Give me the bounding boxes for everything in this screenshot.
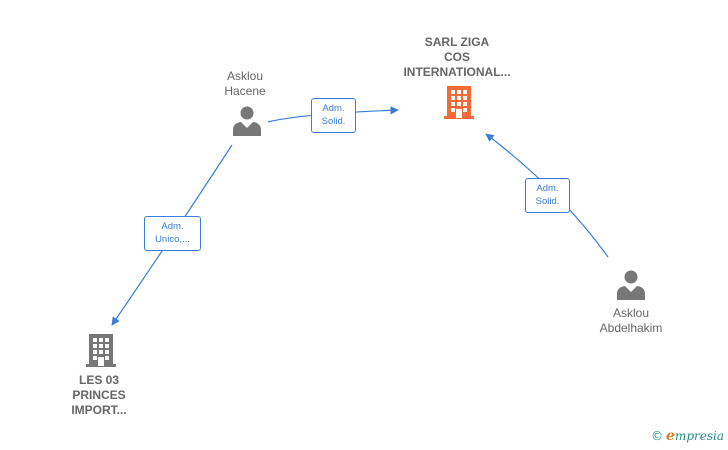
- edge-label-line: Adm.: [322, 103, 345, 114]
- copyright-symbol: ©: [651, 429, 664, 443]
- building-icon[interactable]: [444, 86, 474, 119]
- node-label-line: Abdelhakim: [599, 321, 663, 335]
- node-label-asklou-abdelhakim[interactable]: Asklou Abdelhakim: [586, 306, 676, 336]
- node-label-line: INTERNATIONAL...: [403, 65, 511, 79]
- edge-label-line: Unico,...: [155, 234, 190, 245]
- edge-label-hacene-to-princes[interactable]: Adm. Unico,...: [144, 216, 201, 251]
- node-label-line: SARL ZIGA: [424, 35, 490, 49]
- node-label-line: Hacene: [224, 84, 266, 98]
- brand-initial: e: [666, 428, 675, 444]
- edge-label-hacene-to-ziga[interactable]: Adm. Solid.: [311, 98, 356, 133]
- node-label-line: LES 03: [78, 373, 120, 387]
- node-label-line: Asklou: [226, 69, 264, 83]
- node-label-sarl-ziga[interactable]: SARL ZIGA COS INTERNATIONAL...: [384, 35, 530, 80]
- node-label-line: Asklou: [612, 306, 650, 320]
- empresia-logo: ©empresia: [651, 428, 724, 444]
- brand-name: mpresia: [674, 429, 724, 443]
- node-label-line: IMPORT...: [71, 403, 127, 417]
- building-icon[interactable]: [86, 334, 116, 367]
- edge-label-line: Adm.: [536, 183, 559, 194]
- node-label-line: PRINCES: [72, 388, 126, 402]
- edge-label-abdelhakim-to-ziga[interactable]: Adm. Solid.: [525, 178, 570, 213]
- node-label-line: COS: [443, 50, 470, 64]
- edge-label-line: Solid.: [535, 196, 560, 207]
- person-icon[interactable]: [617, 270, 645, 301]
- edge-label-line: Solid.: [321, 116, 346, 127]
- node-label-asklou-hacene[interactable]: Asklou Hacene: [205, 69, 285, 99]
- edge-label-line: Adm.: [161, 221, 184, 232]
- person-icon[interactable]: [233, 106, 261, 137]
- node-label-les-03-princes[interactable]: LES 03 PRINCES IMPORT...: [54, 373, 144, 418]
